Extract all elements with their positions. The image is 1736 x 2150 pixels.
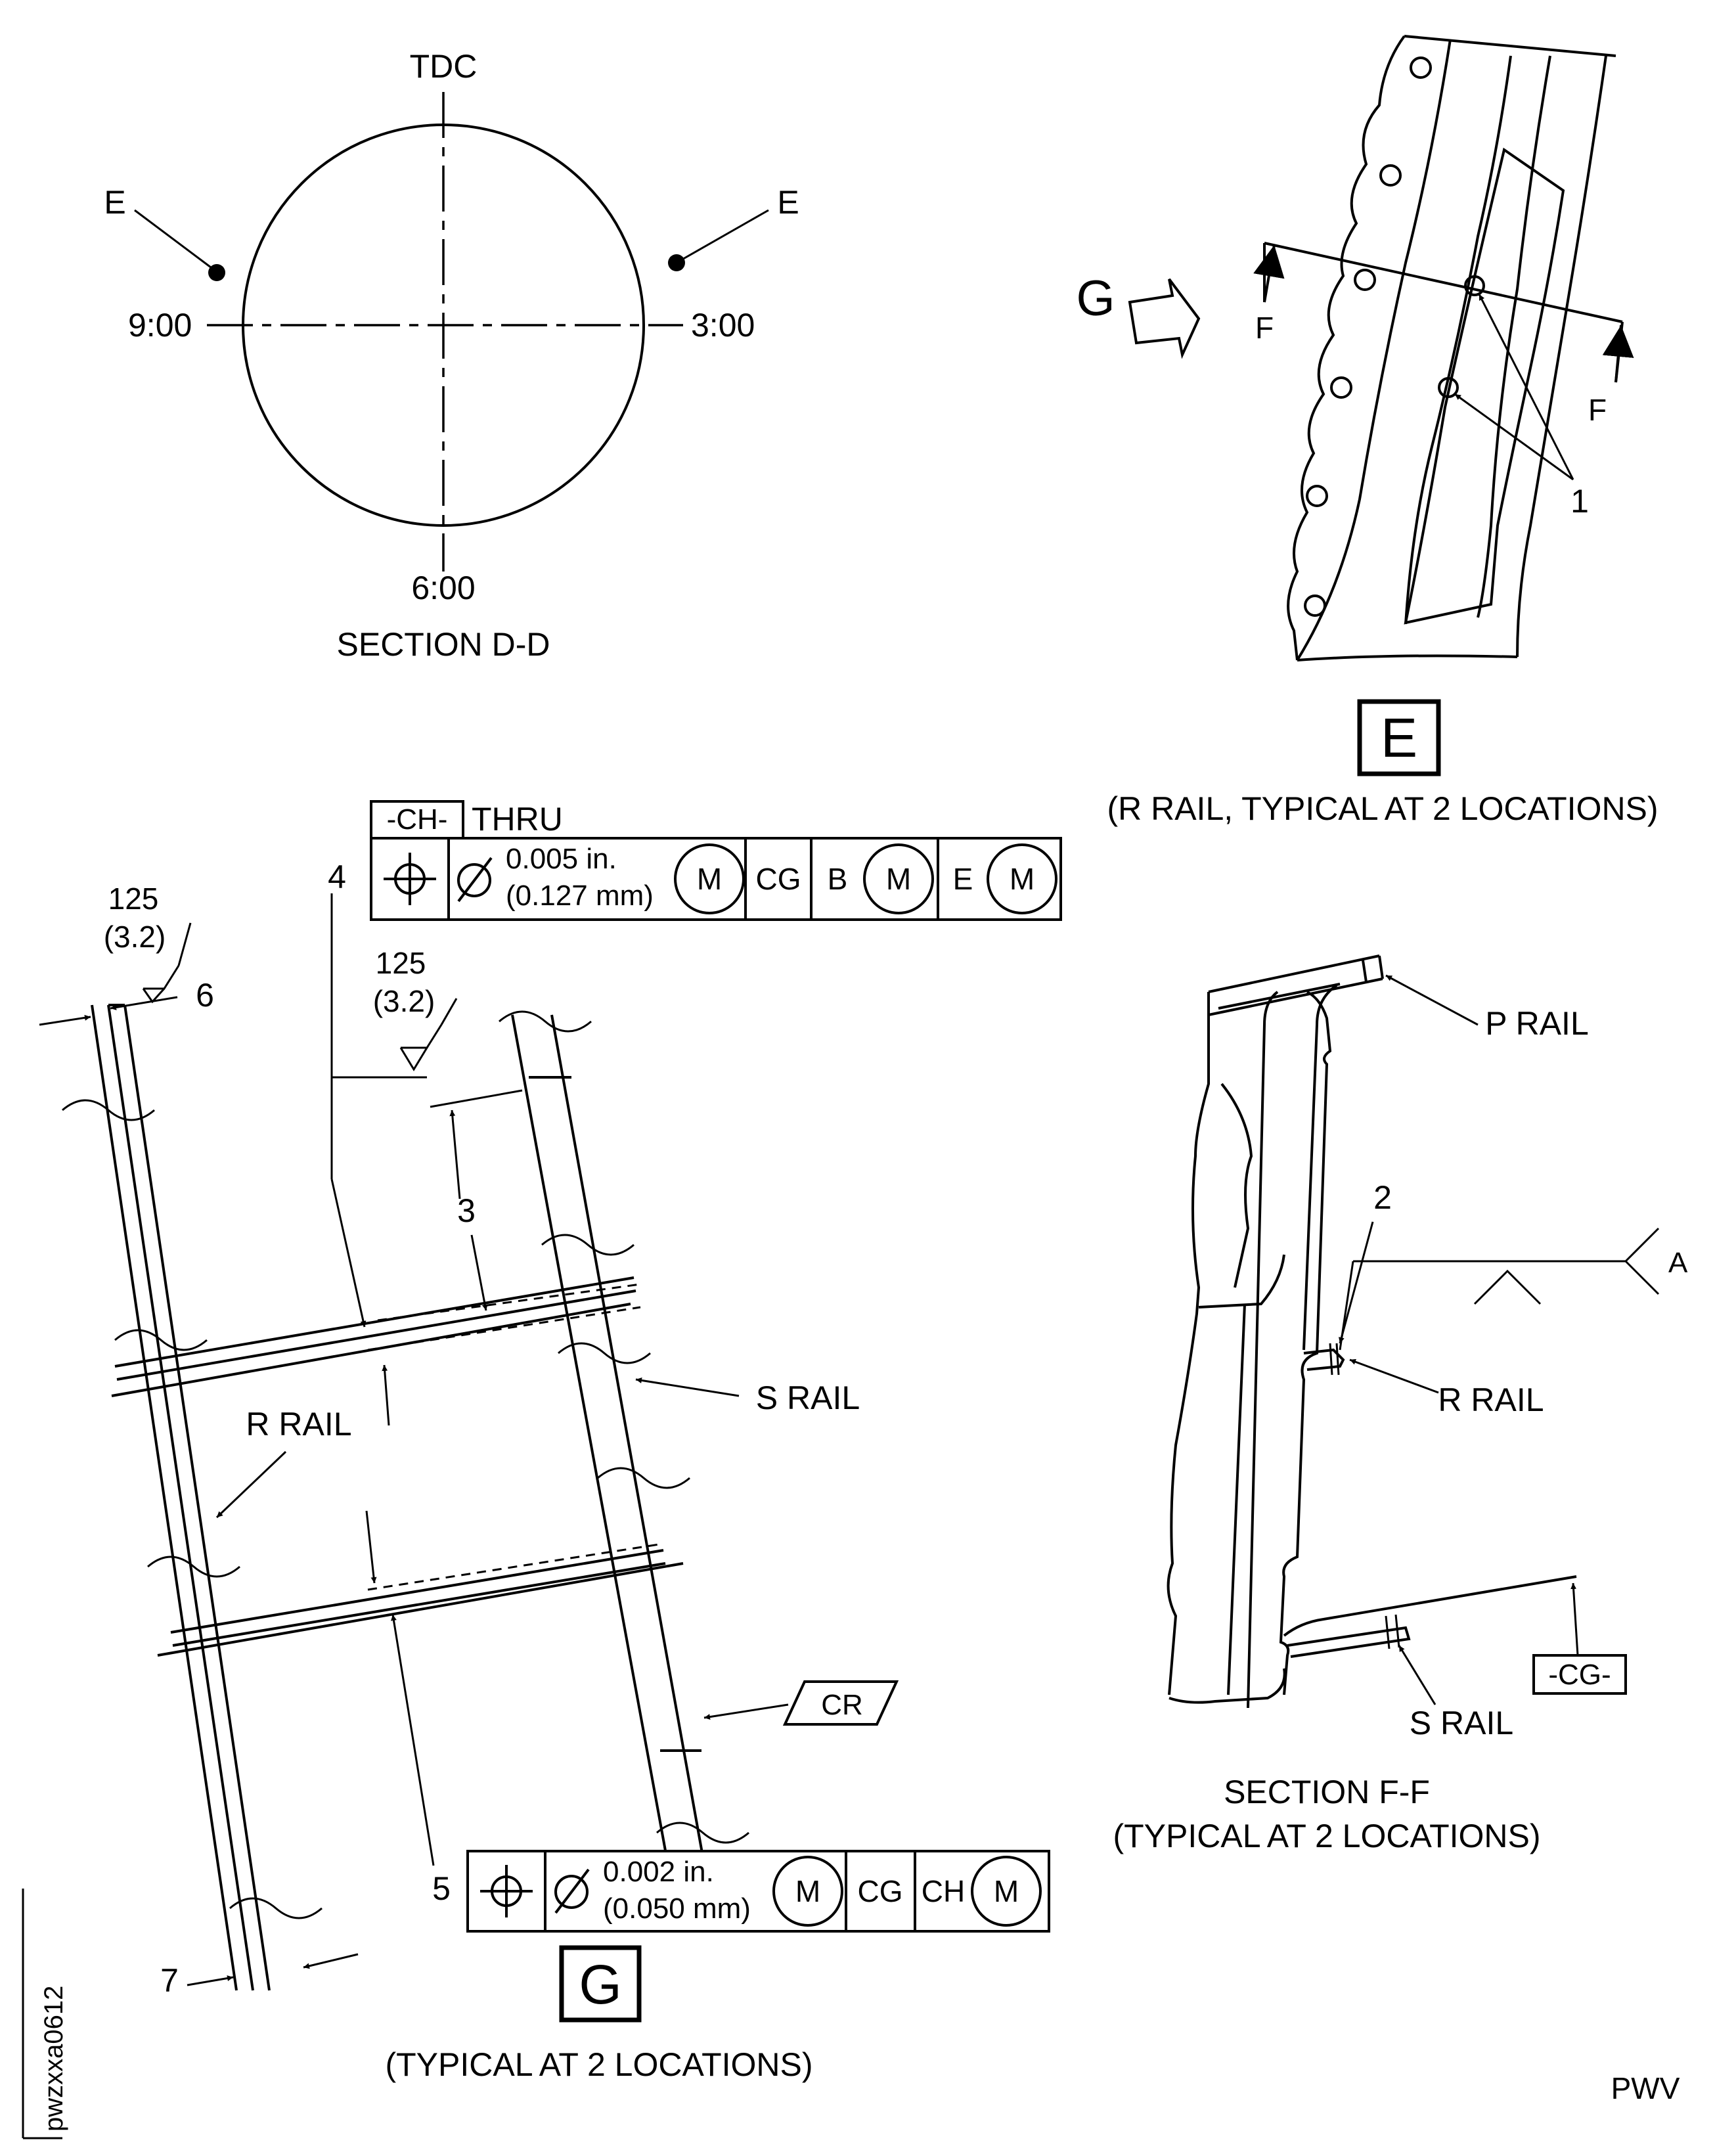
cut-line-f bbox=[1264, 242, 1623, 323]
detail-g-box bbox=[559, 1945, 642, 2023]
datum-cr: CR bbox=[821, 1689, 863, 1721]
detail-e-box bbox=[1357, 699, 1441, 776]
datum-b: B bbox=[828, 862, 848, 896]
section-ff: A 2 P RAIL R RAIL S RAIL -CG- SECTION F-… bbox=[1113, 954, 1688, 1854]
position-symbol-icon-bottom bbox=[480, 1865, 533, 1917]
s-rail-label-ff: S RAIL bbox=[1410, 1705, 1513, 1741]
rough1-value: 125 bbox=[108, 882, 159, 916]
e-point-right bbox=[668, 254, 685, 271]
section-ff-title: SECTION F-F bbox=[1224, 1774, 1430, 1810]
weld-a-label: A bbox=[1668, 1247, 1688, 1279]
mmc-3: M bbox=[1010, 862, 1035, 896]
s-rail-label: S RAIL bbox=[756, 1379, 860, 1416]
detail-e-letter: E bbox=[1381, 707, 1417, 769]
detail-g: 4 125 (3.2) 6 125 (3.2) 3 5 R RAIL S RAI… bbox=[39, 859, 899, 1999]
view-g-arrow bbox=[1128, 278, 1201, 359]
datum-e: E bbox=[953, 862, 973, 896]
p-rail-label: P RAIL bbox=[1485, 1005, 1589, 1042]
tdc-label: TDC bbox=[410, 48, 478, 85]
thru-label: THRU bbox=[472, 801, 563, 838]
datum2-ch: CH bbox=[922, 1874, 965, 1908]
section-dd: TDC E E 9:00 3:00 6:00 SECTION D-D bbox=[104, 48, 799, 663]
r-rail-label: R RAIL bbox=[246, 1406, 351, 1443]
nine-oclock-label: 9:00 bbox=[128, 307, 192, 344]
detail-g-letter: G bbox=[579, 1954, 621, 2015]
detail-g-caption: (TYPICAL AT 2 LOCATIONS) bbox=[385, 2046, 812, 2083]
datum-ch: -CH- bbox=[387, 803, 448, 836]
mmc-1: M bbox=[697, 862, 722, 896]
fcf-top: -CH- THRU 0.005 in. (0.127 mm) M CG B M … bbox=[370, 800, 1062, 921]
diameter-symbol-icon bbox=[457, 857, 493, 903]
fcf-bottom: 0.002 in. (0.050 mm) M CG CH M bbox=[466, 1850, 1050, 1933]
datum-cg: CG bbox=[756, 862, 801, 896]
section-dd-title: SECTION D-D bbox=[337, 626, 550, 663]
diameter-symbol-icon-bottom bbox=[554, 1868, 590, 1914]
document-code: PWV bbox=[1611, 2071, 1680, 2105]
detail-e-caption: (R RAIL, TYPICAL AT 2 LOCATIONS) bbox=[1107, 790, 1658, 827]
callout-2: 2 bbox=[1373, 1179, 1392, 1216]
r-rail-label-ff: R RAIL bbox=[1438, 1381, 1544, 1418]
hole-1a bbox=[1464, 275, 1485, 296]
mmc2-1: M bbox=[795, 1874, 820, 1908]
mmc-2: M bbox=[886, 862, 911, 896]
callout-6: 6 bbox=[196, 977, 214, 1014]
e-label-left: E bbox=[104, 184, 125, 221]
f-label-left: F bbox=[1255, 311, 1274, 345]
callout-5: 5 bbox=[432, 1870, 451, 1907]
datum2-cg: CG bbox=[858, 1874, 903, 1908]
tol2-in: 0.002 in. bbox=[603, 1856, 714, 1888]
rough2-value: 125 bbox=[376, 946, 426, 980]
position-symbol-icon bbox=[384, 853, 436, 905]
mmc2-2: M bbox=[994, 1874, 1019, 1908]
tol2-mm: (0.050 mm) bbox=[603, 1892, 751, 1925]
scalloped-edge bbox=[1287, 35, 1406, 661]
e-label-right: E bbox=[777, 184, 799, 221]
tol-in: 0.005 in. bbox=[506, 843, 617, 875]
section-ff-caption: (TYPICAL AT 2 LOCATIONS) bbox=[1113, 1818, 1540, 1854]
rough1-mm: (3.2) bbox=[104, 920, 166, 954]
six-oclock-label: 6:00 bbox=[411, 570, 475, 606]
rough2-mm: (3.2) bbox=[373, 984, 435, 1018]
figure-id: pwzxxa0612 bbox=[39, 1986, 68, 2132]
hole-1b bbox=[1438, 377, 1459, 398]
detail-e: 1 F F G E (R RAIL, TYPICAL AT 2 LOCATION… bbox=[1076, 35, 1658, 827]
tol-mm: (0.127 mm) bbox=[506, 880, 654, 912]
f-label-right: F bbox=[1588, 393, 1607, 427]
callout-3: 3 bbox=[457, 1192, 476, 1229]
datum-cg-ff: -CG- bbox=[1548, 1659, 1611, 1691]
callout-4: 4 bbox=[328, 859, 346, 895]
three-oclock-label: 3:00 bbox=[691, 307, 755, 344]
callout-7: 7 bbox=[160, 1962, 179, 1999]
view-g-label: G bbox=[1076, 271, 1115, 326]
callout-1: 1 bbox=[1570, 483, 1589, 520]
